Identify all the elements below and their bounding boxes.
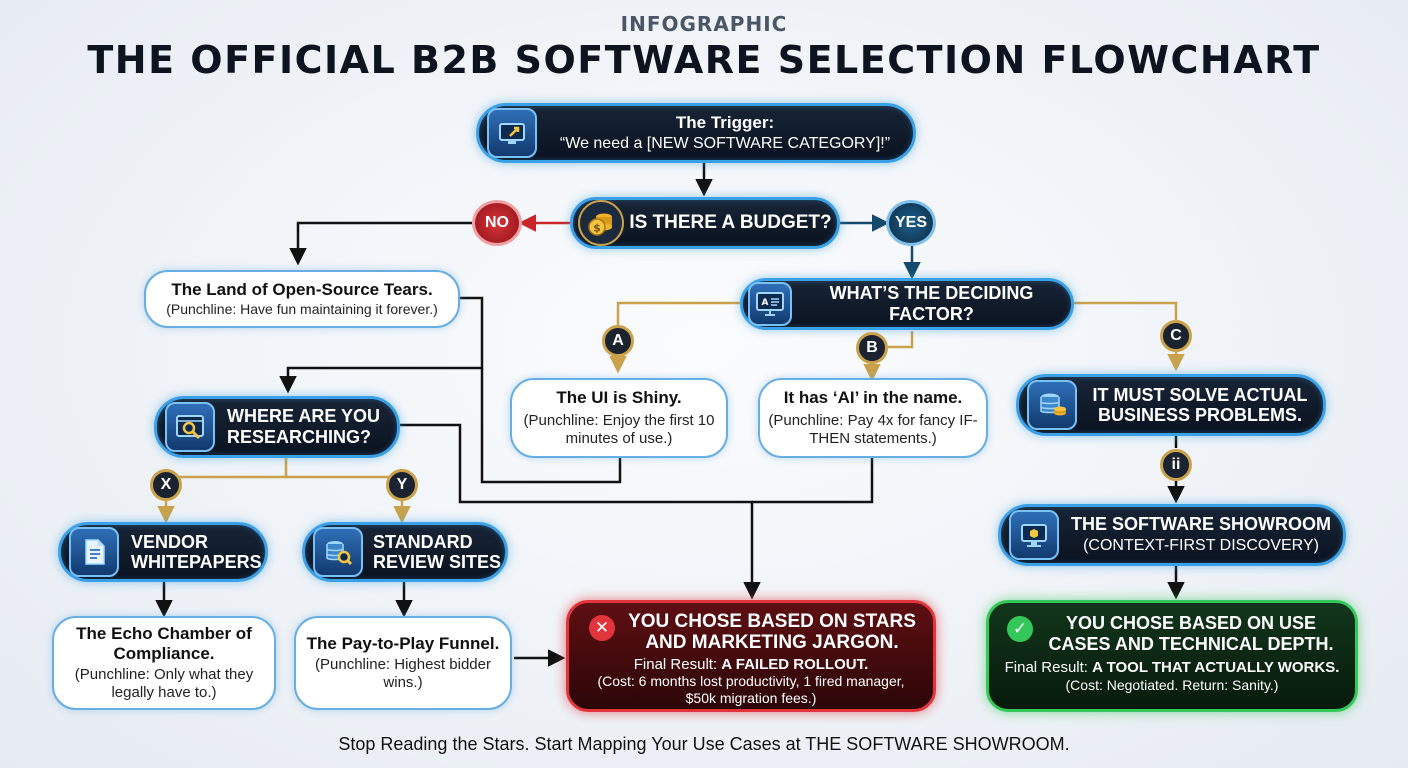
fail-cost: (Cost: 6 months lost productivity, 1 fir… — [597, 673, 905, 706]
option-b-node: It has ‘AI’ in the name. (Punchline: Pay… — [758, 378, 988, 458]
line-ui-to-merge — [480, 368, 622, 484]
presentation-screen-icon: A — [748, 282, 792, 326]
arrow-research-to-fail — [400, 423, 761, 600]
research-node: WHERE ARE YOU RESEARCHING? — [154, 396, 400, 458]
option-c-node: IT MUST SOLVE ACTUAL BUSINESS PROBLEMS. — [1016, 374, 1326, 436]
success-outcome-node: ✓ YOU CHOSE BASED ON USE CASES AND TECHN… — [986, 600, 1358, 712]
line-ai-to-merge — [752, 458, 874, 504]
success-result: A TOOL THAT ACTUALLY WORKS. — [1092, 659, 1340, 676]
line-deciding-to-c — [1072, 301, 1178, 320]
arrow-no-to-open-source — [289, 221, 472, 266]
x-circle-icon: ✕ — [589, 615, 615, 641]
database-search-icon — [313, 527, 363, 577]
yes-badge: YES — [886, 200, 936, 246]
deciding-question: WHAT’S THE DECIDING FACTOR? — [829, 283, 1034, 324]
vendor-whitepapers-title: VENDOR WHITEPAPERS — [131, 532, 262, 572]
open-source-punchline: (Punchline: Have fun maintaining it fore… — [166, 301, 438, 317]
success-title: YOU CHOSE BASED ON USE CASES AND TECHNIC… — [1048, 613, 1334, 654]
badge-c: C — [1160, 320, 1192, 352]
vendor-whitepapers-node: VENDOR WHITEPAPERS — [58, 522, 268, 582]
svg-text:$: $ — [593, 222, 601, 235]
success-result-label: Final Result: — [1004, 659, 1088, 676]
line-deciding-to-b — [888, 331, 914, 349]
line-research-to-x — [164, 457, 288, 479]
echo-punchline: (Punchline: Only what they legally have … — [74, 666, 254, 701]
pay-title: The Pay-to-Play Funnel. — [306, 634, 500, 653]
option-a-punchline: (Punchline: Enjoy the first 10 minutes o… — [523, 412, 715, 447]
open-source-title: The Land of Open-Source Tears. — [171, 280, 433, 299]
echo-title: The Echo Chamber of Compliance. — [76, 624, 252, 663]
pay-punchline: (Punchline: Highest bidder wins.) — [315, 656, 491, 691]
fail-result-label: Final Result: — [633, 656, 718, 673]
page-title: THE OFFICIAL B2B SOFTWARE SELECTION FLOW… — [87, 38, 1321, 82]
badge-a: A — [602, 325, 634, 357]
check-circle-icon: ✓ — [1007, 616, 1033, 642]
budget-question: IS THERE A BUDGET? — [629, 212, 832, 233]
open-source-node: The Land of Open-Source Tears. (Punchlin… — [144, 270, 460, 328]
fail-result: A FAILED ROLLOUT. — [721, 656, 869, 673]
no-badge: NO — [472, 200, 522, 246]
fail-result-line: Final Result: A FAILED ROLLOUT. — [579, 656, 923, 673]
trigger-node: The Trigger: “We need a [NEW SOFTWARE CA… — [476, 103, 916, 163]
fail-outcome-node: ✕ YOU CHOSE BASED ON STARS AND MARKETING… — [566, 600, 936, 712]
success-result-line: Final Result: A TOOL THAT ACTUALLY WORKS… — [999, 659, 1345, 676]
echo-chamber-node: The Echo Chamber of Compliance. (Punchli… — [52, 616, 276, 710]
monitor-icon — [1009, 510, 1059, 560]
review-sites-node: STANDARD REVIEW SITES — [302, 522, 508, 582]
review-sites-title: STANDARD REVIEW SITES — [373, 532, 502, 572]
badge-ii: ii — [1160, 449, 1192, 481]
footer-text: Stop Reading the Stars. Start Mapping Yo… — [338, 734, 1070, 754]
showroom-node: THE SOFTWARE SHOWROOM (CONTEXT-FIRST DIS… — [998, 504, 1346, 566]
svg-text:A: A — [762, 298, 769, 308]
badge-x: X — [150, 469, 182, 501]
research-question: WHERE ARE YOU RESEARCHING? — [227, 406, 381, 447]
budget-node: $ IS THERE A BUDGET? — [570, 197, 840, 249]
document-icon — [69, 527, 119, 577]
option-b-punchline: (Punchline: Pay 4x for fancy IF-THEN sta… — [768, 412, 978, 447]
coins-icon: $ — [578, 200, 624, 246]
badge-y: Y — [386, 469, 418, 501]
database-coins-icon — [1027, 380, 1077, 430]
option-c-title: IT MUST SOLVE ACTUAL BUSINESS PROBLEMS. — [1092, 385, 1308, 425]
trigger-text: “We need a [NEW SOFTWARE CATEGORY]!” — [559, 135, 891, 152]
option-b-title: It has ‘AI’ in the name. — [783, 388, 963, 407]
deciding-factor-node: A WHAT’S THE DECIDING FACTOR? — [740, 278, 1074, 330]
showroom-title: THE SOFTWARE SHOWROOM — [1071, 514, 1331, 534]
option-a-node: The UI is Shiny. (Punchline: Enjoy the f… — [510, 378, 728, 458]
fail-title: YOU CHOSE BASED ON STARS AND MARKETING J… — [628, 611, 916, 653]
badge-b: B — [856, 332, 888, 364]
success-cost: (Cost: Negotiated. Return: Sanity.) — [1065, 677, 1279, 693]
monitor-cursor-icon — [487, 108, 537, 158]
line-deciding-to-a — [616, 301, 740, 325]
pay-to-play-node: The Pay-to-Play Funnel. (Punchline: High… — [294, 616, 512, 710]
showroom-subtitle: (CONTEXT-FIRST DISCOVERY) — [1083, 537, 1319, 554]
trigger-title: The Trigger: — [675, 113, 775, 132]
option-a-title: The UI is Shiny. — [556, 388, 682, 407]
browser-search-icon — [165, 402, 215, 452]
header-eyebrow: INFOGRAPHIC — [620, 12, 788, 36]
